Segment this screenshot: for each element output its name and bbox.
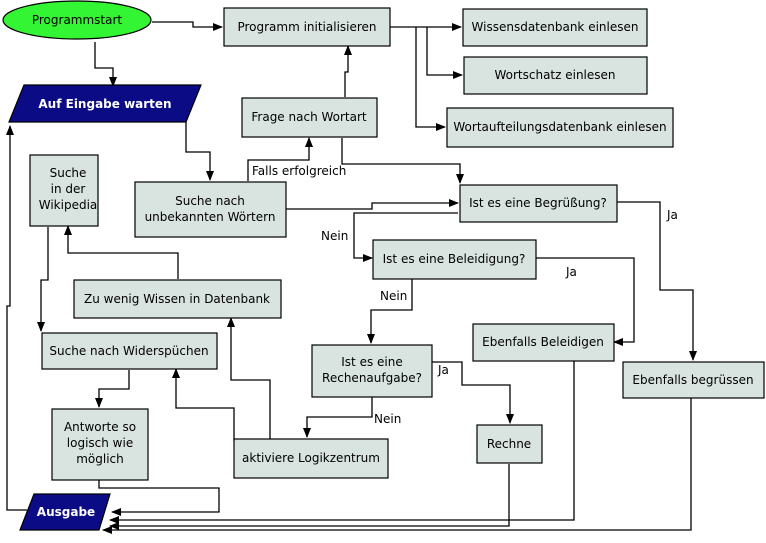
edge-init-wortschatz: [426, 27, 463, 79]
node-ebenfalls-beleidigen-label: Ebenfalls Beleidigen: [482, 335, 604, 349]
edge-ausgabe-eingabe: [5, 125, 27, 511]
edge-beleidigung-nein: [367, 279, 413, 344]
node-frage-wortart: Frage nach Wortart: [241, 97, 378, 138]
node-logik-label: aktiviere Logikzentrum: [242, 451, 380, 465]
node-rechne: Rechne: [476, 424, 543, 464]
label-falls-erfolgreich: Falls erfolgreich: [252, 164, 346, 178]
node-eingabe-label: Auf Eingabe warten: [38, 97, 171, 111]
node-beleidigung: Ist es eine Beleidigung?: [372, 239, 537, 280]
node-eingabe: Auf Eingabe warten: [8, 84, 202, 123]
edge-labels: Falls erfolgreich Nein Ja Ja Nein Ja Nei…: [252, 164, 678, 426]
label-nein-beleidigung: Nein: [380, 289, 407, 303]
edge-logik-zuwenig: [227, 317, 271, 439]
edge-suche-frage: [247, 137, 313, 181]
node-ausgabe-label: Ausgabe: [37, 505, 95, 519]
node-wortauf-label: Wortaufteilungsdatenbank einlesen: [453, 120, 666, 134]
edge-start-eingabe: [94, 42, 117, 87]
edge-rechen-ja: [432, 361, 514, 424]
node-beleidigung-label: Ist es eine Beleidigung?: [383, 252, 526, 266]
node-wissen: Wissensdatenbank einlesen: [462, 8, 648, 47]
edge-suche-begruessung: [286, 199, 459, 210]
node-wortschatz-label: Wortschatz einlesen: [494, 68, 615, 82]
edge-zuwenig-wiki: [64, 225, 179, 279]
node-ebenfalls-begruessen-label: Ebenfalls begrüssen: [632, 373, 753, 387]
edge-beleidigen-ausgabe: [109, 361, 575, 524]
node-wiki: Suche in der Wikipedia: [29, 154, 99, 227]
edge-start-init: [152, 21, 223, 31]
node-ausgabe: Ausgabe: [19, 493, 111, 531]
node-ebenfalls-beleidigen: Ebenfalls Beleidigen: [472, 323, 615, 362]
node-wiki-line3: Wikipedia: [39, 198, 98, 212]
node-rechenaufgabe-line1: Ist es eine: [341, 355, 402, 369]
node-start: Programmstart: [2, 0, 152, 40]
edge-frage-init: [344, 45, 352, 97]
node-suche-unbekannt: Suche nach unbekannten Wörtern: [134, 181, 287, 238]
label-ja-begruessung: Ja: [666, 208, 678, 222]
node-wissen-label: Wissensdatenbank einlesen: [472, 20, 639, 34]
node-antworte-line2: logisch wie: [67, 436, 133, 450]
edge-begruessung-nein: [353, 212, 458, 262]
edge-rechen-nein: [303, 397, 373, 438]
node-rechne-label: Rechne: [487, 437, 531, 451]
node-suche-unbekannt-line1: Suche nach: [175, 194, 245, 208]
node-begruessung: Ist es eine Begrüßung?: [459, 184, 618, 223]
node-wortauf: Wortaufteilungsdatenbank einlesen: [446, 107, 674, 148]
node-wiki-line1: Suche: [50, 166, 87, 180]
node-antworte-line1: Antworte so: [64, 420, 136, 434]
edge-wider-antworte: [95, 370, 130, 408]
node-suche-unbekannt-line2: unbekannten Wörtern: [145, 210, 276, 224]
node-wortschatz: Wortschatz einlesen: [463, 56, 648, 95]
node-widersprueche-label: Suche nach Widerspüchen: [49, 344, 208, 358]
edge-begruessen-ausgabe: [102, 398, 692, 534]
edge-logik-wider: [172, 368, 235, 441]
node-zu-wenig-label: Zu wenig Wissen in Datenbank: [84, 292, 270, 306]
edge-init-wortauf: [415, 27, 446, 131]
edge-antworte-ausgabe: [98, 480, 220, 516]
node-widersprueche: Suche nach Widerspüchen: [41, 332, 218, 370]
edge-frage-begruessung: [341, 138, 464, 184]
label-nein-rechen: Nein: [374, 412, 401, 426]
node-init: Programm initialisieren: [223, 7, 391, 47]
edge-eingabe-suche: [185, 122, 214, 181]
edge-beleidigung-ja: [536, 257, 635, 346]
edge-begruessung-ja: [617, 201, 697, 361]
label-nein-begruessung: Nein: [321, 229, 348, 243]
node-ebenfalls-begruessen: Ebenfalls begrüssen: [622, 361, 765, 399]
node-logik: aktiviere Logikzentrum: [233, 438, 389, 479]
label-ja-rechen: Ja: [437, 363, 449, 377]
node-antworte-line3: möglich: [76, 452, 124, 466]
node-rechenaufgabe-line2: Rechenaufgabe?: [322, 371, 422, 385]
node-zu-wenig: Zu wenig Wissen in Datenbank: [73, 279, 282, 319]
node-antworte: Antworte so logisch wie möglich: [51, 408, 149, 481]
node-begruessung-label: Ist es eine Begrüßung?: [469, 196, 607, 210]
node-wiki-line2: in der: [51, 182, 86, 196]
node-init-label: Programm initialisieren: [237, 20, 376, 34]
node-frage-wortart-label: Frage nach Wortart: [251, 110, 367, 124]
node-start-label: Programmstart: [32, 13, 123, 27]
edge-rechne-ausgabe: [109, 464, 510, 530]
label-ja-beleidigung: Ja: [565, 265, 577, 279]
edge-wiki-wider: [37, 227, 49, 332]
edges: [5, 21, 697, 534]
node-rechenaufgabe: Ist es eine Rechenaufgabe?: [311, 344, 433, 398]
